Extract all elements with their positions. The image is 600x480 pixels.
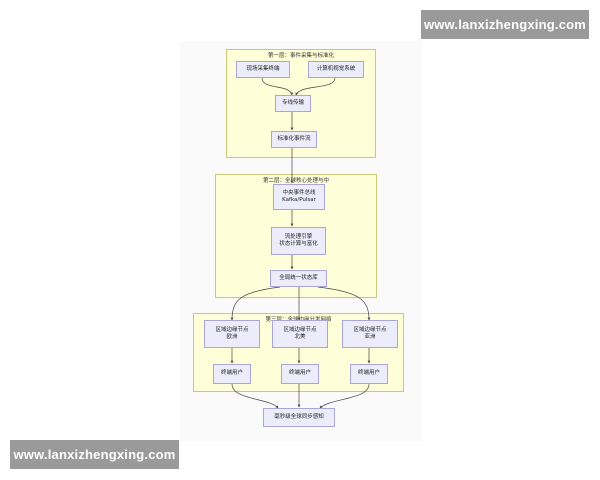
node-vision-system: 计算机视觉系统 [308,61,364,78]
node-user-europe-label: 终端用户 [220,370,243,377]
node-dedicated-link-label: 专线传输 [281,99,304,106]
node-stream-engine-line1: 流处理引擎 [284,233,313,240]
layer-1-title: 第一层：事件采集与标准化 [267,53,334,59]
node-global-state-db-label: 全局统一状态库 [279,274,318,281]
node-edge-north-america: 区域边缘节点 北美 [272,320,328,348]
edge-user-eu-to-sync [231,383,279,409]
watermark-top: www.lanxizhengxing.com [421,10,589,39]
node-field-sensors-label: 现场采集终端 [246,65,280,72]
edge-state-db-to-edge-eu [230,286,281,321]
node-user-north-america: 终端用户 [281,364,319,384]
node-stream-engine: 流处理引擎 状态计算与富化 [271,227,326,255]
node-central-bus: 中央事件总线 Kafka/Pulsar [273,184,325,210]
node-edge-north-america-line1: 区域边缘节点 [283,326,317,333]
node-std-event-stream: 标准化事件流 [271,131,317,148]
edge-sensors-to-link [261,77,293,96]
edge-user-asia-to-sync [319,383,370,409]
node-edge-north-america-line2: 北美 [294,334,306,340]
node-user-asia-label: 终端用户 [357,370,380,377]
node-edge-asia-line2: 亚洲 [364,334,376,340]
edge-state-db-to-edge-asia [317,286,371,321]
node-field-sensors: 现场采集终端 [236,61,290,78]
node-global-sync: 毫秒级全球同步感知 [263,408,335,427]
node-global-sync-label: 毫秒级全球同步感知 [274,413,324,420]
node-central-bus-line2: Kafka/Pulsar [282,197,316,203]
node-edge-asia-line1: 区域边缘节点 [353,326,387,333]
edge-vision-to-link [295,77,336,96]
node-edge-europe-line1: 区域边缘节点 [215,326,249,333]
node-dedicated-link: 专线传输 [275,95,311,112]
node-central-bus-line1: 中央事件总线 [282,189,316,196]
watermark-top-text: www.lanxizhengxing.com [423,17,587,32]
node-std-event-stream-label: 标准化事件流 [277,135,311,142]
node-edge-europe: 区域边缘节点 欧洲 [204,320,260,348]
layer-2-title: 第二层：全球核心处理与中 [262,178,329,184]
watermark-bottom: www.lanxizhengxing.com [10,440,179,469]
node-edge-asia: 区域边缘节点 亚洲 [342,320,398,348]
node-user-europe: 终端用户 [213,364,251,384]
node-user-asia: 终端用户 [350,364,388,384]
node-user-north-america-label: 终端用户 [288,370,311,377]
node-stream-engine-line2: 状态计算与富化 [279,241,318,247]
node-vision-system-label: 计算机视觉系统 [316,65,356,72]
watermark-bottom-text: www.lanxizhengxing.com [13,447,176,462]
node-global-state-db: 全局统一状态库 [270,270,327,287]
node-edge-europe-line2: 欧洲 [226,334,238,340]
